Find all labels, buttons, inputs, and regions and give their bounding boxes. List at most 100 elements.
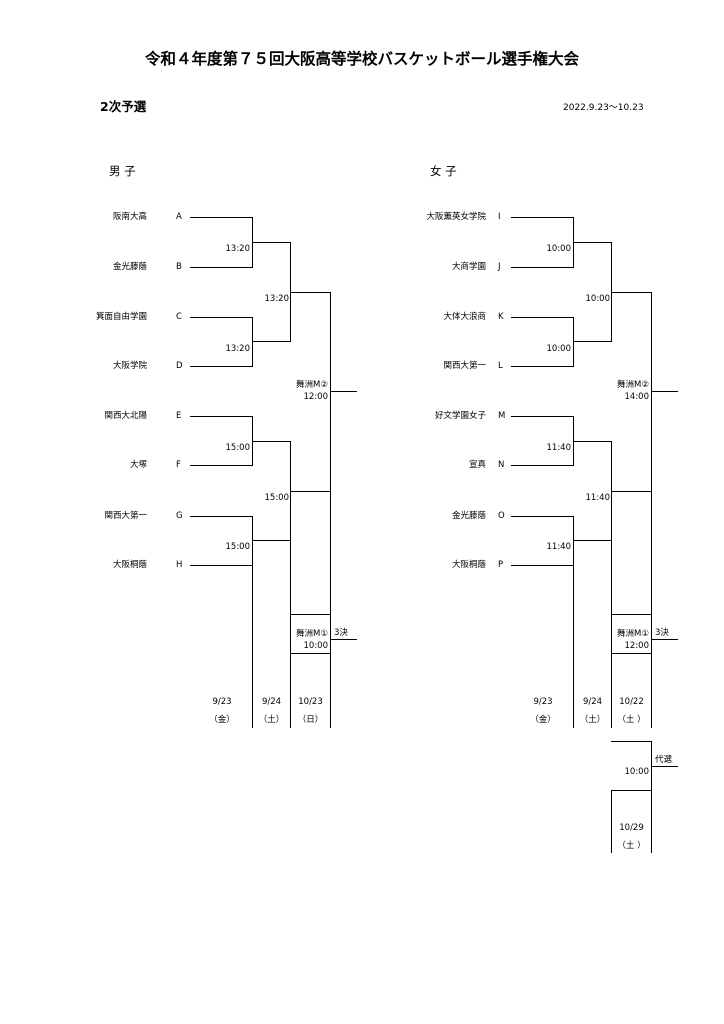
girls-slot: I: [498, 212, 501, 222]
bracket-line: [190, 416, 253, 417]
bracket-line: [651, 639, 678, 640]
boys-team-name: 阪南大高: [112, 212, 147, 222]
round-date: 9/23: [212, 697, 232, 707]
girls-slot: K: [498, 312, 504, 322]
boys-team-name: 関西大北陽: [104, 411, 147, 421]
match-time: 13:20: [264, 294, 290, 304]
boys-slot: F: [176, 460, 181, 470]
bracket-line: [651, 391, 678, 392]
bracket-line: [290, 292, 331, 293]
girls-team-name: 大阪薫英女学院: [426, 212, 486, 222]
round-day: （土 ）: [617, 715, 646, 725]
bracket-line: [330, 639, 357, 640]
bracket-line: [573, 540, 612, 541]
girls-team-name: 大商学園: [451, 262, 486, 272]
bracket-line: [190, 565, 253, 566]
bracket-line: [190, 267, 253, 268]
boys-team-name: 大阪桐蔭: [112, 560, 147, 570]
round-date: 9/24: [582, 697, 603, 707]
bracket-line: [611, 292, 652, 293]
girls-slot: O: [498, 511, 505, 521]
bracket-line: [611, 614, 652, 615]
bracket-line: [252, 242, 291, 243]
girls-team-name: 大阪桐蔭: [451, 560, 486, 570]
third-place-label: 3決: [655, 628, 669, 638]
bracket-line: [290, 491, 331, 492]
bracket-line: [330, 391, 357, 392]
bracket-line: [511, 267, 574, 268]
round-day: （土 ）: [617, 841, 646, 851]
girls-slot: P: [498, 560, 504, 570]
match-time: 15:00: [264, 493, 290, 503]
round-date: 9/24: [261, 697, 282, 707]
third-place-label: 3決: [334, 628, 348, 638]
tournament-period: 2022.9.23～10.23: [563, 103, 644, 113]
match-time: 14:00: [624, 392, 650, 402]
girls-slot: J: [498, 262, 501, 272]
bracket-line: [190, 366, 253, 367]
match-time: 12:00: [624, 641, 650, 651]
match-time: 11:40: [546, 542, 572, 552]
round-day: （土）: [258, 715, 285, 725]
round-day: （金）: [209, 715, 235, 725]
bracket-line: [611, 441, 612, 728]
girls-team-name: 金光藤蔭: [451, 511, 486, 521]
venue-label: 舞洲M①: [617, 629, 649, 639]
boys-slot: A: [176, 212, 182, 222]
round-date: 10/23: [298, 697, 323, 707]
match-time: 10:00: [303, 641, 329, 651]
girls-slot: M: [498, 411, 506, 421]
girls-team-name: 好文学園女子: [434, 411, 486, 421]
bracket-line: [190, 317, 253, 318]
boys-team-name: 大塚: [129, 460, 147, 470]
boys-heading: 男 子: [109, 164, 136, 178]
round-date: 9/23: [533, 697, 553, 707]
match-time: 10:00: [546, 244, 572, 254]
boys-team-name: 関西大第一: [104, 511, 147, 521]
bracket-line: [190, 465, 253, 466]
boys-team-name: 金光藤蔭: [112, 262, 147, 272]
bracket-line: [511, 317, 574, 318]
bracket-line: [511, 465, 574, 466]
bracket-line: [252, 441, 291, 442]
match-time: 10:00: [585, 294, 611, 304]
boys-team-name: 箕面自由学園: [95, 312, 147, 322]
round-date: 10/29: [619, 823, 644, 833]
rep-selection-label: 代選: [655, 755, 673, 765]
bracket-line: [573, 317, 574, 367]
match-time: 13:20: [225, 244, 251, 254]
match-time: 15:00: [225, 443, 251, 453]
bracket-line: [290, 653, 331, 654]
round-day: （日）: [297, 715, 324, 725]
girls-team-name: 宣真: [468, 460, 486, 470]
bracket-line: [511, 366, 574, 367]
boys-team-name: 大阪学院: [112, 361, 147, 371]
bracket-line: [611, 741, 652, 742]
bracket-line: [573, 441, 612, 442]
bracket-line: [511, 516, 574, 517]
bracket-line: [511, 416, 574, 417]
bracket-line: [573, 341, 612, 342]
match-time: 12:00: [303, 392, 329, 402]
bracket-line: [611, 790, 612, 853]
match-time: 13:20: [225, 344, 251, 354]
venue-label: 舞洲M②: [296, 380, 328, 390]
stage-label: 2次予選: [100, 99, 147, 114]
bracket-line: [651, 766, 678, 767]
bracket-line: [190, 516, 253, 517]
boys-slot: E: [176, 411, 182, 421]
match-time: 10:00: [546, 344, 572, 354]
bracket-line: [252, 317, 253, 367]
bracket-line: [651, 292, 652, 728]
round-date: 10/22: [619, 697, 644, 707]
boys-slot: G: [176, 511, 183, 521]
bracket-line: [651, 741, 652, 853]
bracket-line: [511, 565, 574, 566]
match-time: 11:40: [585, 493, 611, 503]
girls-heading: 女 子: [430, 164, 457, 178]
boys-slot: C: [176, 312, 182, 322]
venue-label: 舞洲M①: [296, 629, 328, 639]
bracket-line: [252, 540, 291, 541]
bracket-line: [611, 653, 652, 654]
bracket-line: [290, 441, 291, 728]
